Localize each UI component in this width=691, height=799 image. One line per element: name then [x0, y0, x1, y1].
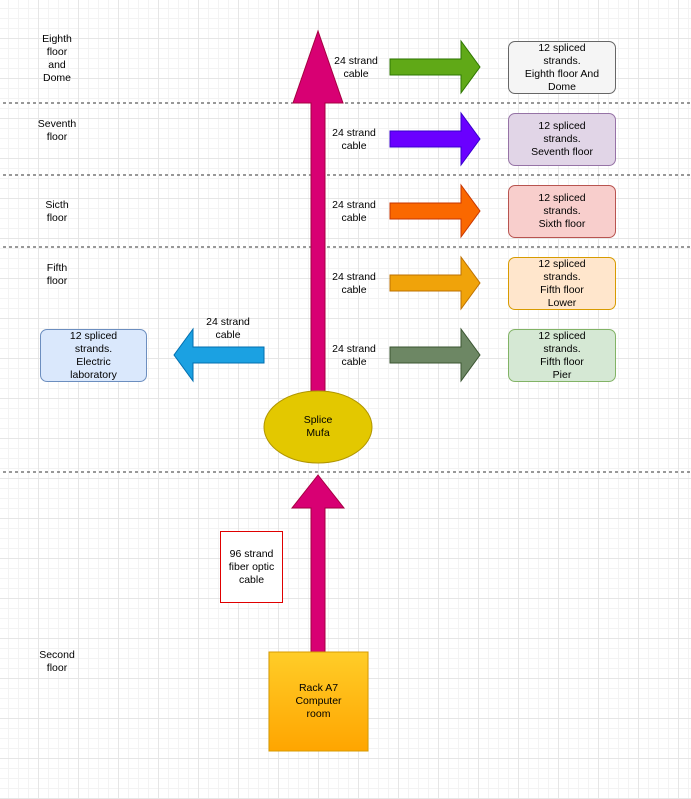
- arrow-fifth-pier: [389, 327, 481, 383]
- splice-label: Splice Mufa: [303, 414, 333, 439]
- cable-label-eighth: 24 strand cable: [334, 55, 378, 80]
- rack-box: [268, 651, 369, 752]
- destination-eighth: 12 spliced strands. Eighth floor And Dom…: [508, 41, 616, 94]
- arrow-sixth: [389, 183, 481, 239]
- cable-label-lab: 24 strand cable: [206, 316, 250, 341]
- destination-seventh: 12 spliced strands. Seventh floor: [508, 113, 616, 166]
- cable-label-sixth: 24 strand cable: [332, 199, 376, 224]
- fiber-arrow: [290, 474, 346, 653]
- floor-label-eighth: Eighth floor and Dome: [42, 33, 72, 84]
- arrow-lab: [173, 327, 265, 383]
- arrow-fifth-lower: [389, 255, 481, 311]
- splice-ellipse: [263, 390, 373, 464]
- destination-lab: 12 spliced strands. Electric laboratory: [40, 329, 147, 382]
- floor-label-second: Second floor: [39, 649, 75, 674]
- main-trunk-arrow: [292, 29, 344, 396]
- cable-label-fifth-lower: 24 strand cable: [332, 271, 376, 296]
- floor-label-fifth: Fifth floor: [46, 262, 68, 287]
- destination-sixth: 12 spliced strands. Sixth floor: [508, 185, 616, 238]
- floor-label-sixth: Sicth floor: [45, 199, 69, 224]
- arrow-eighth: [389, 39, 481, 95]
- arrow-seventh: [389, 111, 481, 167]
- cable-label-seventh: 24 strand cable: [332, 127, 376, 152]
- destination-fifth-pier: 12 spliced strands. Fifth floor Pier: [508, 329, 616, 382]
- rack-label: Rack A7 Computer room: [295, 681, 342, 720]
- floor-label-seventh: Seventh floor: [37, 118, 77, 143]
- cable-label-fifth-pier: 24 strand cable: [332, 343, 376, 368]
- fiber-cable-label: 96 strand fiber optic cable: [220, 531, 283, 603]
- destination-fifth-lower: 12 spliced strands. Fifth floor Lower: [508, 257, 616, 310]
